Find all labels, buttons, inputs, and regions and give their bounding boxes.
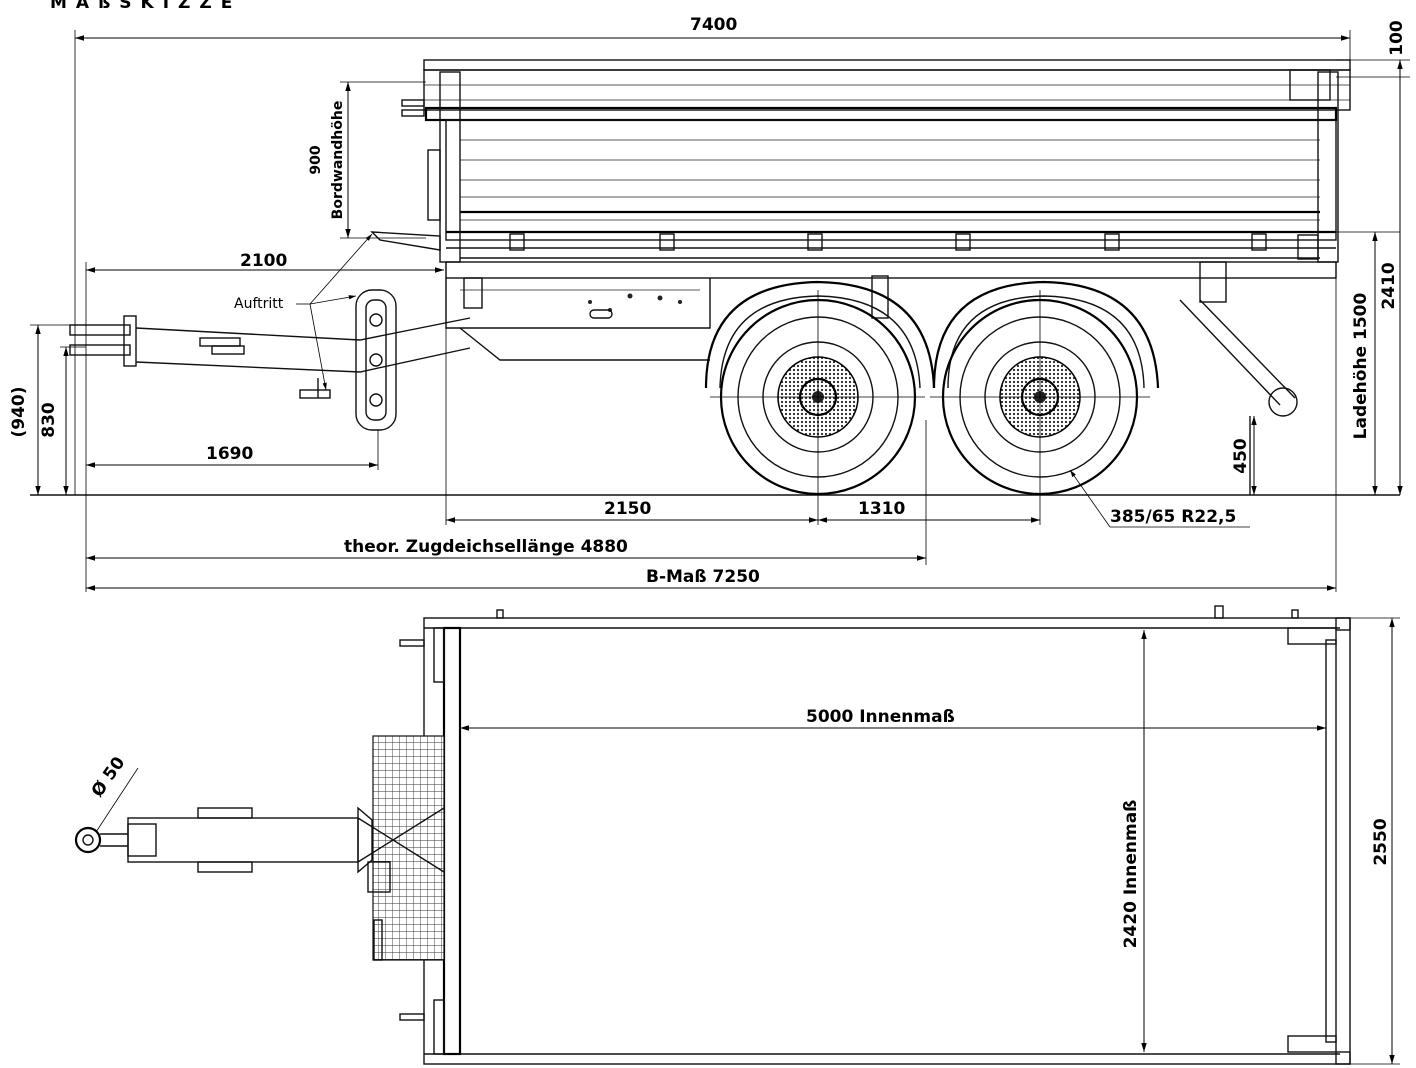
dim-inner-length: 5000 Innenmaß (806, 707, 955, 727)
dim-coupling-height: 830 (39, 402, 59, 438)
drawing-title: MAßSKIZZE (50, 0, 241, 13)
dim-top-offset: 100 (1387, 20, 1407, 56)
dim-total-height: 2410 (1379, 262, 1399, 309)
tipper-body (370, 59, 1351, 263)
top-view: Ø 50 5000 Innenmaß 2420 Innenmaß 2550 (74, 605, 1400, 1065)
dim-support-distance: 1690 (206, 444, 253, 464)
rear-wheel (930, 290, 1150, 525)
coupling-eye (74, 826, 102, 854)
drawbar (69, 315, 471, 399)
drawbar-top (100, 806, 445, 961)
dim-axle-spacing: 1310 (858, 499, 905, 519)
dim-overall-width: 2550 (1371, 818, 1391, 865)
dim-sidewall-height: 900 (308, 145, 324, 174)
dim-eye-diameter: Ø 50 (88, 753, 130, 801)
dim-front-to-axle: 2150 (604, 499, 651, 519)
rear-fender (932, 280, 1160, 389)
label-sidewall-height: Bordwandhöhe (330, 101, 346, 220)
dim-overall-length: 7400 (690, 15, 737, 35)
dim-rear-underrun-height: 450 (1231, 438, 1251, 474)
support-leg (355, 289, 397, 431)
front-wheel (710, 290, 925, 525)
dim-b-dimension: B-Maß 7250 (646, 567, 760, 587)
dim-inner-width: 2420 Innenmaß (1121, 800, 1141, 949)
dim-drawbar-to-body: 2100 (240, 251, 287, 271)
front-fender (704, 280, 936, 389)
step-label: Auftritt (234, 296, 284, 312)
dim-loading-height: Ladehöhe 1500 (1351, 293, 1371, 440)
label-tire-size: 385/65 R22,5 (1110, 507, 1236, 527)
mesh-step (372, 735, 445, 961)
dim-coupling-height-paren: (940) (9, 386, 29, 437)
dim-drawbar-length: theor. Zugdeichsellänge 4880 (344, 537, 628, 557)
side-view: Auftritt 7400 100 900 Bordwandhöhe 2100 … (9, 15, 1410, 592)
